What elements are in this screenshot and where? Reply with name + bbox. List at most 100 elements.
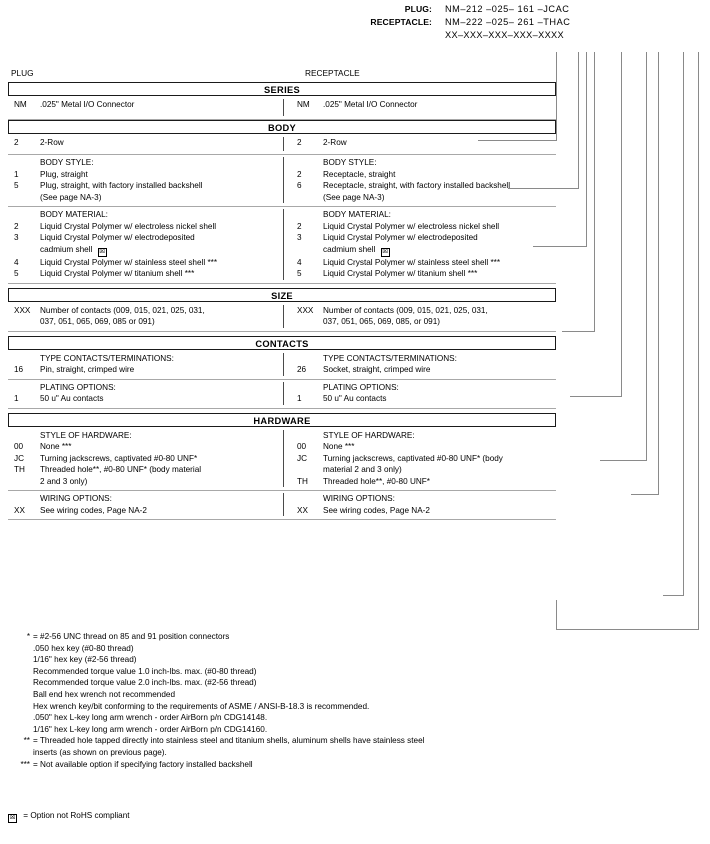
footnote-subline: Ball end hex wrench not recommended [33, 689, 175, 699]
footnote-mark: * [26, 632, 30, 641]
option-continuation: material 2 and 3 only) [323, 465, 402, 474]
group-body-material: BODY MATERIAL: 2 Liquid Crystal Polymer … [8, 207, 556, 284]
bracket-hardware-style-vertical [683, 63, 684, 595]
option-row: XX See wiring codes, Page NA-2 [10, 505, 280, 517]
option-text: Plug, straight, with factory installed b… [40, 181, 203, 190]
bracket-body-row-vertical [578, 63, 579, 188]
rohs-noncompliant-icon: ☒ [97, 247, 107, 257]
option-code: 00 [297, 442, 307, 451]
option-row: 5 Plug, straight, with factory installed… [10, 180, 280, 192]
footnote-text: = Not available option if specifying fac… [33, 759, 253, 769]
group-hardware-style-receptacle: STYLE OF HARDWARE: 00 None *** JC Turnin… [282, 428, 556, 491]
group-heading: BODY MATERIAL: [323, 210, 391, 219]
option-text: Liquid Crystal Polymer w/ stainless stee… [323, 257, 501, 267]
option-text: Liquid Crystal Polymer w/ electrodeposit… [323, 233, 478, 242]
option-continuation: (See page NA-3) [40, 192, 102, 202]
option-continuation: 037, 051, 065, 069, 085 or 091) [40, 317, 155, 326]
option-code: 2 [14, 138, 19, 147]
option-text: None *** [40, 442, 72, 451]
option-row: 3 Liquid Crystal Polymer w/ electrodepos… [293, 232, 554, 244]
group-contact-type-receptacle: TYPE CONTACTS/TERMINATIONS: 26 Socket, s… [282, 351, 556, 379]
footnote-mark: *** [20, 759, 30, 769]
option-row: TH Threaded hole**, #0-80 UNF* [293, 476, 554, 488]
section-header-hardware: HARDWARE [8, 412, 556, 427]
option-row: 1 50 u" Au contacts [10, 393, 280, 405]
option-row: 3 Liquid Crystal Polymer w/ electrodepos… [10, 232, 280, 244]
tick-mark-8 [683, 52, 684, 63]
footnote-subline: Hex wrench key/bit conforming to the req… [33, 701, 370, 711]
option-continuation-wrapper: cadmium shell ☒ [293, 244, 554, 257]
option-row: 1 Plug, straight [10, 169, 280, 181]
option-code: 2 [297, 221, 302, 231]
footnote-text: = #2-56 UNC thread on 85 and 91 position… [33, 632, 230, 641]
option-continuation-wrapper: cadmium shell ☒ [10, 244, 280, 257]
footnote-row: ** = Threaded hole tapped directly into … [8, 735, 608, 747]
option-row: 16 Pin, straight, crimped wire [10, 364, 280, 376]
footnote-subline: 1/16" hex L-key long arm wrench - order … [33, 724, 268, 734]
option-code: 4 [14, 257, 19, 267]
option-row: JC Turning jackscrews, captivated #0-80 … [293, 453, 554, 465]
option-continuation: 2 and 3 only) [40, 476, 88, 486]
footnote-subline: .050" hex L-key long arm wrench - order … [33, 713, 268, 723]
option-text: Liquid Crystal Polymer w/ titanium shell… [323, 269, 478, 278]
group-heading: WIRING OPTIONS: [40, 494, 112, 503]
bracket-body-style-vertical [586, 63, 587, 246]
footnote-subline: Recommended torque value 1.0 inch-lbs. m… [33, 666, 257, 676]
section-header-body: BODY [8, 120, 556, 134]
option-code: 26 [297, 365, 307, 374]
section-header-size: SIZE [8, 287, 556, 302]
option-code: 5 [14, 269, 19, 278]
tick-mark-2 [578, 52, 579, 63]
bracket-body-style-horizontal [533, 246, 587, 247]
part-number-mask: XX–XXX–XXX–XXX–XXXX [445, 30, 565, 40]
bracket-hardware-style-horizontal [663, 595, 684, 596]
option-text: .025" Metal I/O Connector [323, 100, 418, 109]
option-text: Liquid Crystal Polymer w/ stainless stee… [40, 257, 218, 267]
option-text: Turning jackscrews, captivated #0-80 UNF… [323, 453, 503, 463]
option-row: 2 Liquid Crystal Polymer w/ electroless … [10, 221, 280, 233]
option-code: 2 [297, 138, 302, 147]
group-heading: BODY MATERIAL: [40, 210, 108, 219]
option-code: XXX [14, 305, 31, 315]
option-row: 2 2-Row [293, 137, 554, 149]
tick-mark-4 [594, 52, 595, 63]
group-body-row-receptacle: 2 2-Row [282, 135, 556, 154]
group-heading: BODY STYLE: [40, 158, 94, 167]
option-text: Number of contacts (009, 015, 021, 025, … [40, 305, 205, 315]
option-text: 50 u" Au contacts [323, 394, 387, 403]
option-row: 2 Receptacle, straight [293, 169, 554, 181]
option-row: 00 None *** [293, 441, 554, 453]
group-body-material-plug: BODY MATERIAL: 2 Liquid Crystal Polymer … [8, 207, 282, 283]
footnote-subline: Recommended torque value 2.0 inch-lbs. m… [33, 678, 257, 688]
group-heading: PLATING OPTIONS: [323, 382, 399, 392]
option-row: 5 Liquid Crystal Polymer w/ titanium she… [10, 268, 280, 280]
option-text: See wiring codes, Page NA-2 [323, 505, 430, 515]
bracket-plating-horizontal [631, 494, 659, 495]
option-code: 16 [14, 365, 24, 374]
section-header-series: SERIES [8, 82, 556, 96]
option-row: XXX Number of contacts (009, 015, 021, 0… [10, 305, 280, 317]
bracket-body-row-horizontal [508, 188, 579, 189]
option-row: 2 2-Row [10, 137, 280, 149]
group-body-row-plug: 2 2-Row [8, 135, 282, 154]
option-continuation: 037, 051, 065, 069, 085, or 091) [323, 317, 440, 326]
column-titles: PLUG RECEPTACLE [8, 68, 556, 82]
group-body-style: BODY STYLE: 1 Plug, straight 5 Plug, str… [8, 155, 556, 207]
option-row: 00 None *** [10, 441, 280, 453]
group-wiring-options-plug: WIRING OPTIONS: XX See wiring codes, Pag… [8, 491, 282, 519]
footnotes: * = #2-56 UNC thread on 85 and 91 positi… [8, 631, 608, 770]
part-number-decoder-table: PLUG RECEPTACLE SERIES NM .025" Metal I/… [8, 68, 556, 520]
option-code: TH [297, 476, 308, 486]
option-text: Liquid Crystal Polymer w/ electroless ni… [40, 221, 217, 231]
option-code: JC [297, 453, 308, 463]
option-row: 26 Socket, straight, crimped wire [293, 364, 554, 376]
option-text: Plug, straight [40, 169, 88, 179]
option-row: 5 Liquid Crystal Polymer w/ titanium she… [293, 268, 554, 280]
group-size: XXX Number of contacts (009, 015, 021, 0… [8, 303, 556, 332]
option-code: XX [297, 505, 308, 515]
option-text: 50 u" Au contacts [40, 394, 104, 403]
group-body-style-plug: BODY STYLE: 1 Plug, straight 5 Plug, str… [8, 155, 282, 206]
tick-mark-3 [586, 52, 587, 63]
option-text: Liquid Crystal Polymer w/ titanium shell… [40, 269, 195, 278]
tick-mark-5 [621, 52, 622, 63]
